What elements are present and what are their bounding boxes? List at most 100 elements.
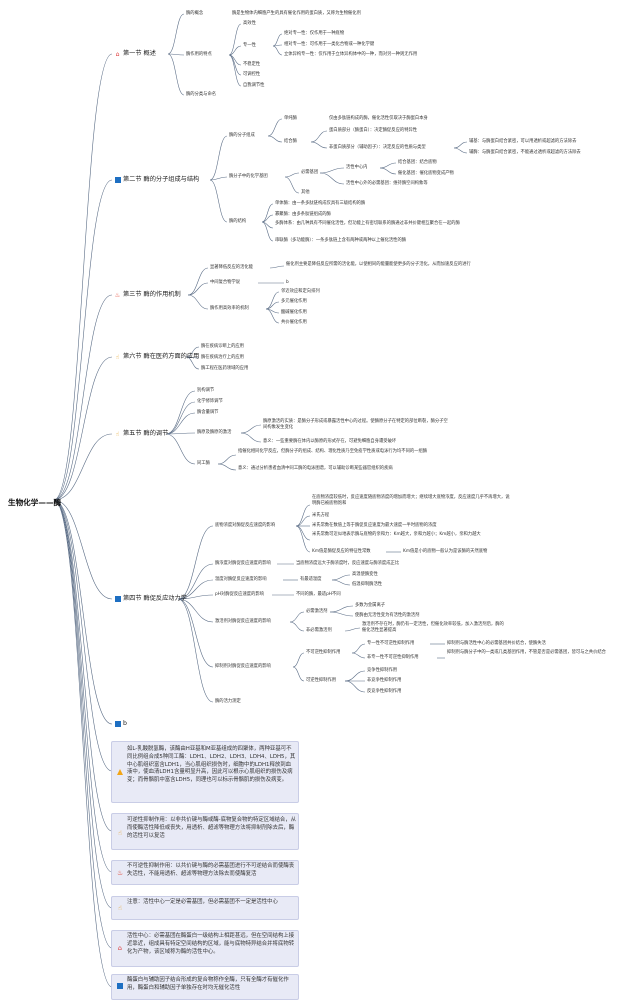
- note-attention[interactable]: ☝ 注意：活性中心一定是必需基团，但必需基团不一定是活性中心: [111, 896, 299, 920]
- s2-duogongneng[interactable]: 串联酶（多功能酶）：一条多肽链上含有两种或两种以上催化活性的酶: [275, 238, 407, 243]
- s4-yizhiji[interactable]: 抑制剂对酶促反应速度的影响: [215, 664, 271, 669]
- root-topic[interactable]: 生物化学——酶: [8, 498, 62, 507]
- connector-line: [329, 611, 354, 617]
- s4-meinongdu-d[interactable]: 当底物浓度远大于酶浓度时，反应速度与酶浓度成正比: [296, 561, 400, 566]
- s4-wendu-b[interactable]: 低温抑制酶活性: [352, 582, 383, 587]
- s6-b[interactable]: 酶在疾病治疗上的应用: [201, 355, 244, 360]
- s4-bukeni[interactable]: 不可逆性抑制作用: [306, 650, 341, 655]
- s4-bixu-d1[interactable]: 多数为金属离子: [355, 603, 386, 608]
- s5-tonggong[interactable]: 同工酶: [197, 461, 210, 466]
- s4-d5[interactable]: Km值是酶促反应的特征性常数: [312, 549, 371, 554]
- s2-danti[interactable]: 单体酶：由一条多肽链构成仅具有三级结构的酶: [275, 201, 366, 206]
- s2-huaxue[interactable]: 酶分子中的化学基团: [229, 174, 268, 179]
- s2-duomei[interactable]: 多酶体系：由几种具有不同催化活性，但功能上有密切联系的酶通过非共价键相互聚合在一…: [275, 221, 460, 226]
- s1-jueduishi[interactable]: 绝对专一性：仅作用于一种底物: [284, 31, 345, 36]
- s2-fenzi[interactable]: 酶的分子组成: [229, 133, 255, 138]
- s1-gainian-desc[interactable]: 酶是生物体内细胞产生的具有催化作用的蛋白质，又称为生物催化剂: [232, 11, 361, 16]
- s4-dinongdu[interactable]: 底物浓度对酶促反应速度的影响: [215, 523, 276, 528]
- s4-k3[interactable]: 反竞争性抑制作用: [367, 689, 402, 694]
- s1-gaoxiao[interactable]: 高效性: [243, 21, 256, 26]
- s4-meinongdu[interactable]: 酶浓度对酶促反应速度的影响: [215, 561, 271, 566]
- s1-tiaokong[interactable]: 可调控性: [243, 72, 261, 77]
- s4-wendu[interactable]: 温度对酶促反应速度的影响: [215, 577, 267, 582]
- s2-danchun-desc[interactable]: 仅由多肽链构成的酶，催化活性仅取决于酶蛋白本身: [329, 116, 428, 121]
- s2-waibu[interactable]: 活性中心外的必需基团：维持酶空间构象等: [346, 181, 428, 186]
- s3-duoyuan[interactable]: 多元催化作用: [281, 299, 307, 304]
- s2-feidanbai[interactable]: 非蛋白质部分（辅助因子）：决定反应的性质与类型: [329, 145, 426, 150]
- note-irreversible[interactable]: ♨ 不可逆性抑制作用：以共价键与酶的必需基团进行不可逆结合而使酶丧失活性，不能用…: [111, 860, 299, 885]
- s2-jiehe[interactable]: 结合酶: [284, 139, 297, 144]
- s5-tonggong-yy[interactable]: 意义：通过分析患者血清中同工酶的电泳图谱，可以辅助诊断某些器官组织的疾病: [238, 466, 393, 471]
- note-ldh[interactable]: 如L-乳酸脱氢酶，该酶由H亚基和M亚基组成的四聚体，两种亚基可不同比例组合成5种…: [111, 741, 299, 803]
- s4-bk2[interactable]: 非专一性不可逆性抑制作用: [367, 655, 419, 660]
- s5-bieju[interactable]: 别构调节: [197, 388, 215, 393]
- s4-wendu-a[interactable]: 高温使酶变性: [352, 572, 378, 577]
- s1-buwending[interactable]: 不稳定性: [243, 62, 261, 67]
- s2-fuji[interactable]: 辅基：与酶蛋白结合紧密，可以用透析或超滤的方法除去: [469, 139, 577, 144]
- s5-yuan[interactable]: 酶含量调节: [197, 410, 219, 415]
- section-3-title[interactable]: 第三节 酶的作用机制: [123, 291, 181, 298]
- s4-jihuoji[interactable]: 激活剂对酶促反应速度的影响: [215, 619, 271, 624]
- s4-d4[interactable]: 米氏常数可近似地表示酶与底物的亲和力：Km越大，亲和力越小；Km越小，亲和力越大: [312, 532, 481, 537]
- s4-celiang[interactable]: 酶的活力测定: [215, 699, 241, 704]
- s4-k1[interactable]: 竞争性抑制作用: [367, 668, 398, 673]
- note-holoenzyme[interactable]: 酶蛋白与辅助因子结合形成的复合物称作全酶，只有全酶才有催化作用，酶蛋白和辅助因子…: [111, 974, 299, 1000]
- s4-wendu-d[interactable]: 有最适温度: [300, 577, 322, 582]
- s5-yiyi[interactable]: 意义：一些重要酶在体内以酶原的形式存在，可避免细胞自身遭受破坏: [263, 439, 397, 444]
- s1-mingming[interactable]: 酶的分类与命名: [186, 92, 217, 97]
- note-reversible[interactable]: ☝ 可逆性抑制作用：以非共价键与酶或酶-底物复合物的特定区域结合，从而使酶活性降…: [111, 813, 299, 850]
- s2-fumei[interactable]: 辅酶：与酶蛋白结合紧密，不能通过透析或超滤的方法除去: [469, 150, 581, 155]
- s1-liti[interactable]: 立体异构专一性：仅作用于立体异构体中的一种，而对另一种则无作用: [284, 52, 418, 57]
- s3-zhiliao[interactable]: 邻近效应和定向排列: [281, 289, 320, 294]
- s1-gainian[interactable]: 酶的概念: [186, 11, 204, 16]
- s5-tonggong-desc[interactable]: 指催化相同化学反应，但酶分子的组成、结构、理化性质乃至免疫学性质或电泳行为均不同…: [238, 449, 428, 454]
- s4-d3[interactable]: 米氏常数在数值上等于酶促反应速度为最大速度一半时底物的浓度: [312, 523, 437, 528]
- s2-cuihua-ji[interactable]: 催化基团：催化底物变成产物: [398, 171, 454, 176]
- s6-a[interactable]: 酶在疾病诊断上的应用: [201, 344, 244, 349]
- s3-zhongjian[interactable]: 中间复合物学说: [210, 280, 241, 285]
- section-5-title[interactable]: 第五节 酶的调节: [123, 430, 169, 437]
- s5-huaxue[interactable]: 化学修饰调节: [197, 399, 223, 404]
- s4-keni[interactable]: 可逆性抑制作用: [306, 678, 337, 683]
- s2-danchun[interactable]: 单纯酶: [284, 116, 297, 121]
- s3-xianzhu[interactable]: 显著降低反应的活化能: [210, 265, 253, 270]
- s5-yuanmei[interactable]: 酶原及酶原的激活: [197, 430, 232, 435]
- s1-ziwo[interactable]: 自我调节性: [243, 83, 265, 88]
- s3-gongjia[interactable]: 共价催化作用: [281, 320, 307, 325]
- s3-suanjian[interactable]: 酸碱催化作用: [281, 310, 307, 315]
- s4-feibixu-d[interactable]: 激活剂不存在时，酶仍有一定活性，但催化效率较低，加入激活剂后，酶的催化活性显著提…: [362, 622, 504, 633]
- s4-d2[interactable]: 米氏方程: [312, 513, 330, 518]
- s3-xianzhu-desc[interactable]: 催化剂主要是降低反应所需的活化能，以使相同的能量能使更多的分子活化，从而加速反应…: [286, 262, 471, 267]
- s4-ph[interactable]: pH对酶促反应速度的影响: [215, 592, 264, 597]
- s2-danbai[interactable]: 蛋白质部分（酶蛋白）：决定酶促反应的特异性: [329, 128, 418, 133]
- s2-juti[interactable]: 寡聚酶：由多条肽链组成的酶: [275, 212, 331, 217]
- s5-yuanmei-desc[interactable]: 酶原激活的实质：是酶分子形成或暴露活性中心的过程。使酶原分子在特定的部位断裂，酶…: [263, 419, 448, 430]
- section-b-title[interactable]: b: [123, 720, 127, 727]
- s4-bixu-d2[interactable]: 使酶由无活性变为有活性的激活剂: [355, 613, 420, 618]
- s4-d5b[interactable]: Km值是小的底物一般认为是该酶的天然底物: [403, 549, 488, 554]
- s4-bk1d[interactable]: 抑制剂与酶活性中心的必需基团共价结合，使酶失活: [447, 641, 546, 646]
- s4-bk2d[interactable]: 抑制剂与酶分子中的一类或几类基团作用，不管是否是必需基团，皆可与之共价结合: [447, 650, 606, 655]
- s3-zhongjian-v[interactable]: b: [286, 280, 289, 285]
- s2-jiehe-ji[interactable]: 结合基团：结合底物: [398, 160, 437, 165]
- section-4-title[interactable]: 第四节 酶促反应动力学: [123, 595, 187, 602]
- s2-bixu[interactable]: 必需基团: [301, 170, 319, 175]
- s4-k2[interactable]: 非竞争性抑制作用: [367, 678, 402, 683]
- s4-d1[interactable]: 在底物浓度较低时，反应速度随底物浓度的增加而增大；继续增大底物浓度，反应速度几乎…: [312, 495, 510, 506]
- s1-zhuanyi[interactable]: 专一性: [243, 43, 256, 48]
- s1-tedian[interactable]: 酶作用的特点: [186, 52, 212, 57]
- section-1-title[interactable]: 第一节 概述: [123, 50, 156, 57]
- s2-jiegou[interactable]: 酶的结构: [229, 219, 247, 224]
- s6-c[interactable]: 酶工程在医药领域的应用: [201, 366, 249, 371]
- s4-bixu[interactable]: 必需激活剂: [306, 609, 328, 614]
- s2-huoxing[interactable]: 活性中心内: [346, 165, 368, 170]
- section-2-title[interactable]: 第二节 酶的分子组成与结构: [123, 176, 200, 183]
- s2-qita[interactable]: 其他: [301, 190, 310, 195]
- note-active-center[interactable]: ⌂ 活性中心：必需基团在酶蛋白一级结构上相距甚远，但在空间结构上接近靠近，组成具…: [111, 930, 299, 967]
- s4-feibixu[interactable]: 非必需激活剂: [306, 628, 332, 633]
- section-6-title[interactable]: 第六节 酶在医药方面的应用: [123, 353, 200, 360]
- s4-ph-d[interactable]: 不同的酶，最适pH不同: [296, 592, 341, 597]
- s3-jizhi[interactable]: 酶作用高效率的机制: [210, 306, 249, 311]
- s1-xiangdui[interactable]: 相对专一性：可作用于一类化合物或一种化学键: [284, 42, 375, 47]
- s4-bk1[interactable]: 专一性不可逆性抑制作用: [367, 641, 415, 646]
